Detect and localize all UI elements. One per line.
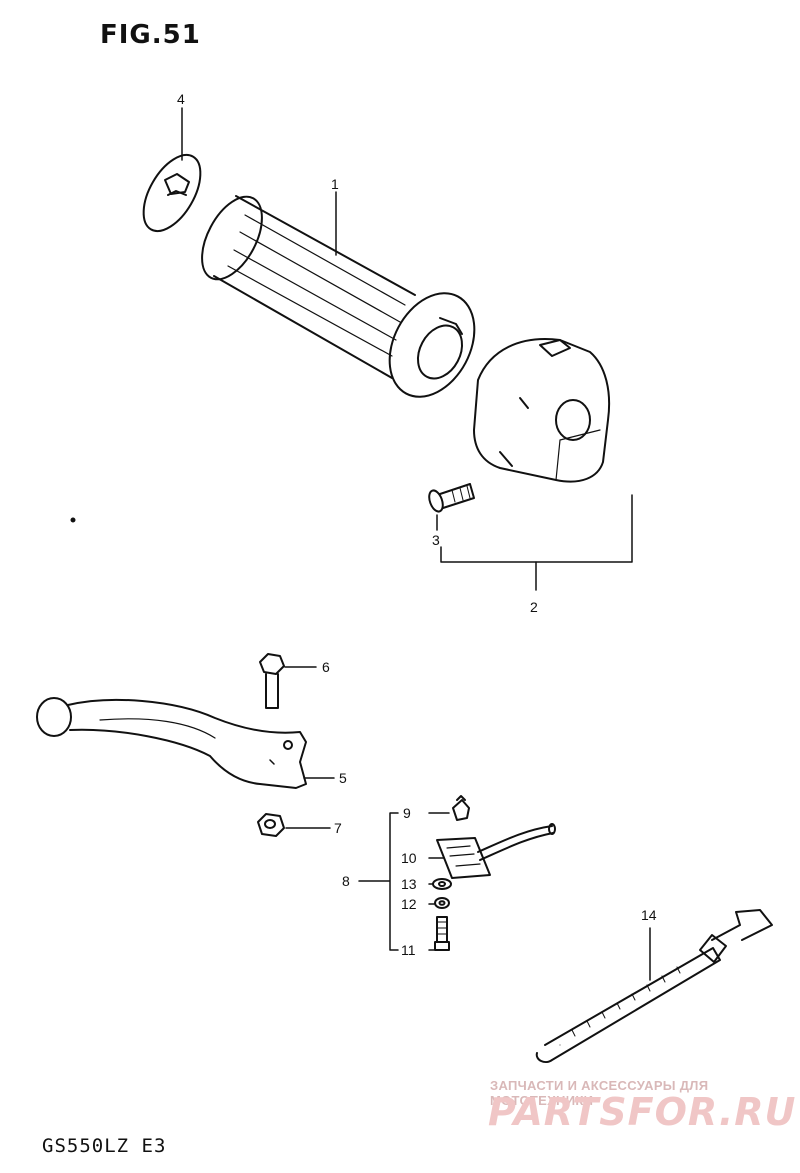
- callout-4: 4: [177, 91, 185, 107]
- part-6-pivot-bolt: [259, 653, 285, 709]
- callout-9: 9: [403, 805, 411, 821]
- callout-6: 6: [322, 659, 330, 675]
- part-14-cable-tie: [535, 909, 773, 1063]
- watermark-tagline: ЗАПЧАСТИ И АКСЕССУАРЫ ДЛЯ МОТОТЕХНИКИ: [490, 1078, 709, 1108]
- part-13-washer: [432, 878, 452, 890]
- callout-10: 10: [401, 850, 417, 866]
- part-10-switch-bracket: [436, 823, 556, 879]
- callout-2: 2: [530, 599, 538, 615]
- callout-labels: 4 1 3 2 6 5 7 9 10 8 13 12 11 14: [177, 91, 657, 958]
- part-7-nut: [257, 813, 285, 837]
- part-9-cable-end: [452, 795, 470, 821]
- part-12-spring-washer: [434, 897, 450, 909]
- part-11-screw: [434, 916, 450, 951]
- part-1-handlebar-grip: [201, 195, 476, 398]
- callout-11: 11: [401, 942, 416, 958]
- callout-7: 7: [334, 820, 342, 836]
- leader-lines: [181, 107, 651, 981]
- callout-1: 1: [331, 176, 339, 192]
- part-4-grip-end-washer: [142, 154, 202, 232]
- model-code: GS550LZ E3: [42, 1135, 167, 1157]
- callout-8: 8: [342, 873, 350, 889]
- callout-5: 5: [339, 770, 347, 786]
- watermark-logo: PARTSFOR.RU: [488, 1090, 797, 1134]
- part-3-screw: [428, 483, 475, 513]
- callout-12: 12: [401, 896, 417, 912]
- callout-3: 3: [432, 532, 440, 548]
- callout-13: 13: [401, 876, 417, 892]
- stray-dot: [70, 517, 76, 523]
- fig-title: FIG.51: [100, 20, 201, 50]
- callout-14: 14: [641, 907, 657, 923]
- part-2-switch-housing: [473, 338, 611, 483]
- part-5-brake-lever: [36, 697, 307, 789]
